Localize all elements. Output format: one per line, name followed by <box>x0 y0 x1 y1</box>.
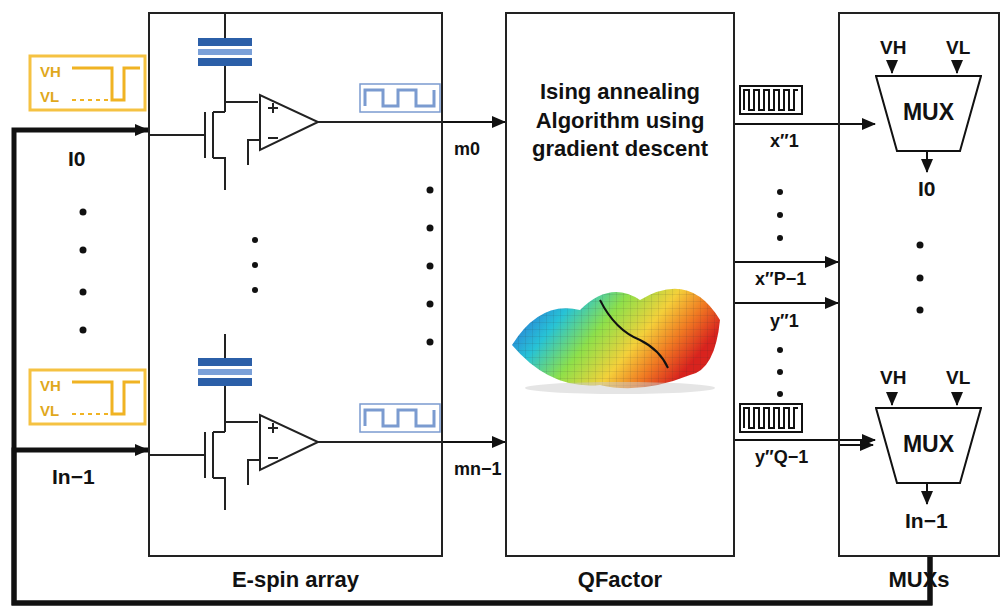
voltage-label: VL <box>946 38 970 57</box>
voltage-label: VH <box>40 64 61 79</box>
qfactor-box: Ising annealing Algorithm using gradient… <box>505 12 735 557</box>
connector <box>735 123 875 125</box>
connector <box>443 441 505 443</box>
voltage-label: VH <box>40 378 61 393</box>
box-heading: E-spin array <box>150 567 441 593</box>
mux-label: MUX <box>875 75 982 126</box>
voltage-label: VL <box>40 403 59 418</box>
edge-label: In−1 <box>52 466 95 487</box>
energy-landscape <box>512 289 720 394</box>
edge-label: y″1 <box>770 312 799 330</box>
output-waveform <box>740 86 802 432</box>
input-waveform <box>30 56 145 424</box>
connector <box>735 439 875 441</box>
mux-label: MUX <box>875 407 982 458</box>
voltage-label: VH <box>880 38 906 57</box>
signal-name: I0 <box>918 178 936 199</box>
connector <box>735 261 838 263</box>
connector <box>14 130 930 603</box>
edge-label: I0 <box>68 148 86 169</box>
voltage-label: VL <box>946 368 970 387</box>
espin-cell <box>150 14 443 510</box>
mux-group-box: MUXsMUXMUX <box>838 12 1000 557</box>
signal-name: In−1 <box>905 510 948 531</box>
connector <box>443 121 505 123</box>
connector <box>14 450 930 603</box>
edge-label: m0 <box>454 140 480 158</box>
mux-block: MUX <box>875 75 982 152</box>
edge-label: y″Q−1 <box>755 448 808 466</box>
edge-label: x″P−1 <box>755 270 806 288</box>
mux-block: MUX <box>875 407 982 484</box>
spin-waveform <box>360 84 440 432</box>
voltage-label: VL <box>40 89 59 104</box>
box-body: Ising annealing Algorithm using gradient… <box>517 78 723 164</box>
edge-label: mn−1 <box>454 460 502 478</box>
box-heading: MUXs <box>840 567 998 593</box>
connector <box>735 302 838 304</box>
voltage-label: VH <box>880 368 906 387</box>
box-heading: QFactor <box>507 567 733 593</box>
espin-array-box: E-spin array <box>148 12 443 557</box>
edge-label: x″1 <box>770 132 799 150</box>
ellipsis-dots <box>80 187 924 398</box>
